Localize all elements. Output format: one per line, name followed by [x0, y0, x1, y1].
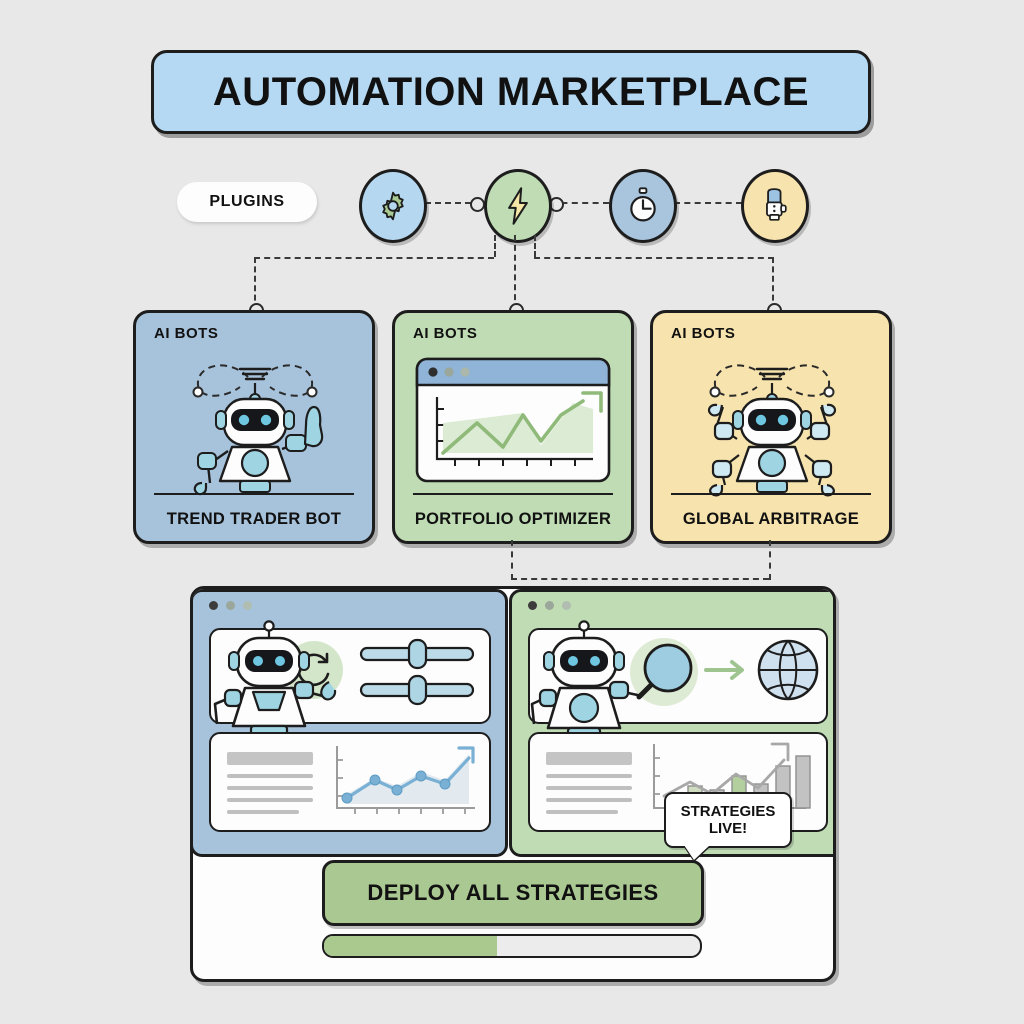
card-label: PORTFOLIO OPTIMIZER — [414, 510, 612, 528]
card-divider — [671, 493, 871, 495]
text-placeholder — [227, 810, 299, 814]
window-dot-maximize[interactable] — [243, 601, 252, 610]
deploy-all-strategies-button[interactable]: DEPLOY ALL STRATEGIES — [322, 860, 704, 926]
plugins-badge[interactable]: PLUGINS — [177, 182, 317, 222]
robot-arms-up-icon — [653, 347, 889, 497]
tree-stem-left — [494, 235, 496, 257]
tree-stem — [514, 235, 516, 310]
text-placeholder — [227, 798, 313, 802]
pane-titlebar — [193, 592, 505, 618]
card-trend-trader-bot[interactable]: AI BOTS — [133, 310, 375, 544]
text-placeholder — [546, 774, 632, 778]
gear-icon[interactable] — [359, 169, 427, 243]
text-placeholder — [546, 810, 618, 814]
page-title-text: AUTOMATION MARKETPLACE — [212, 69, 810, 114]
text-placeholder — [546, 752, 632, 765]
text-placeholder — [227, 774, 313, 778]
window-dot-close[interactable] — [209, 601, 218, 610]
bubble-line-1: STRATEGIES — [680, 802, 776, 820]
connector-node-left — [470, 197, 485, 212]
gear-icon-glyph — [382, 191, 404, 221]
tree-drop-left — [254, 257, 256, 310]
card-divider — [413, 493, 613, 495]
deploy-progress-bar[interactable] — [322, 934, 702, 958]
down-connector-join — [511, 578, 769, 580]
card-global-arbitrage[interactable]: AI BOTS — [650, 310, 892, 544]
tree-drop-right — [772, 257, 774, 310]
connector-bolt-timer — [551, 202, 609, 204]
card-portfolio-optimizer[interactable]: AI BOTS PORTFOLIO OPTIMIZER — [392, 310, 634, 544]
status-bubble: STRATEGIES LIVE! — [664, 792, 792, 848]
connector-timer-robot — [674, 202, 742, 204]
window-dot-minimize[interactable] — [226, 601, 235, 610]
card-divider — [154, 493, 354, 495]
card-tag: AI BOTS — [413, 325, 478, 342]
window-dot-maximize[interactable] — [562, 601, 571, 610]
text-placeholder — [546, 786, 632, 790]
text-placeholder — [227, 786, 313, 790]
card-label: GLOBAL ARBITRAGE — [682, 510, 860, 528]
text-placeholder — [546, 798, 632, 802]
bubble-line-2: LIVE! — [708, 820, 748, 837]
deploy-button-label: DEPLOY ALL STRATEGIES — [367, 880, 659, 905]
robot-head-glyph — [766, 188, 787, 221]
window-dot-close[interactable] — [528, 601, 537, 610]
down-connector-right — [769, 540, 771, 580]
page-title: AUTOMATION MARKETPLACE — [151, 50, 871, 134]
lightning-bolt-glyph — [508, 187, 528, 225]
tree-branch-left — [254, 257, 494, 259]
tree-stem-right — [534, 235, 536, 257]
card-label: TREND TRADER BOT — [166, 510, 342, 528]
robot-head-icon[interactable] — [741, 169, 809, 243]
down-connector-left — [511, 540, 513, 580]
card-tag: AI BOTS — [154, 325, 219, 342]
plugins-label: PLUGINS — [209, 193, 285, 210]
connector-gear-bolt — [425, 202, 481, 204]
settings-pane[interactable] — [193, 589, 508, 857]
stopwatch-icon[interactable] — [609, 169, 677, 243]
tree-branch-right — [534, 257, 774, 259]
line-chart — [336, 746, 475, 814]
stopwatch-glyph — [630, 187, 656, 222]
lightning-bolt-icon[interactable] — [484, 169, 552, 243]
deploy-progress-fill — [324, 936, 497, 956]
robot-pointing-icon — [136, 347, 372, 497]
pane-titlebar — [512, 592, 833, 618]
text-placeholder — [227, 752, 313, 765]
line-chart-window-icon — [395, 347, 631, 497]
window-dot-minimize[interactable] — [545, 601, 554, 610]
card-tag: AI BOTS — [671, 325, 736, 342]
